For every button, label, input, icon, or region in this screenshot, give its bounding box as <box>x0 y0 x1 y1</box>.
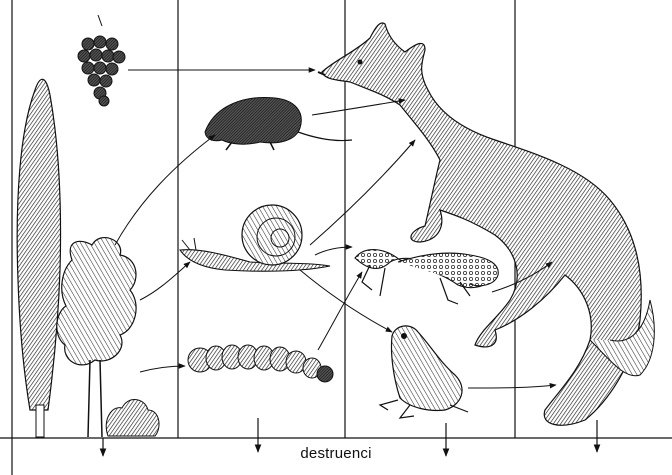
arrow-tree-snail <box>140 262 190 300</box>
grape-cluster <box>78 15 125 106</box>
lizard <box>355 250 498 304</box>
decomposers-label: destruenci <box>0 445 672 462</box>
arrow-snail-lizard <box>315 247 352 255</box>
arrow-tree-mole <box>115 135 215 245</box>
shrub <box>106 400 159 436</box>
frog <box>380 326 468 418</box>
caterpillar <box>188 345 333 382</box>
fox <box>318 23 654 425</box>
cypress-tree <box>17 79 60 437</box>
arrow-snail-frog <box>300 270 392 332</box>
arrow-mole-fox <box>312 100 405 115</box>
arrow-frog-fox <box>468 385 556 388</box>
arrow-snail-fox <box>310 140 415 245</box>
mole <box>205 97 352 150</box>
snail <box>180 205 330 271</box>
